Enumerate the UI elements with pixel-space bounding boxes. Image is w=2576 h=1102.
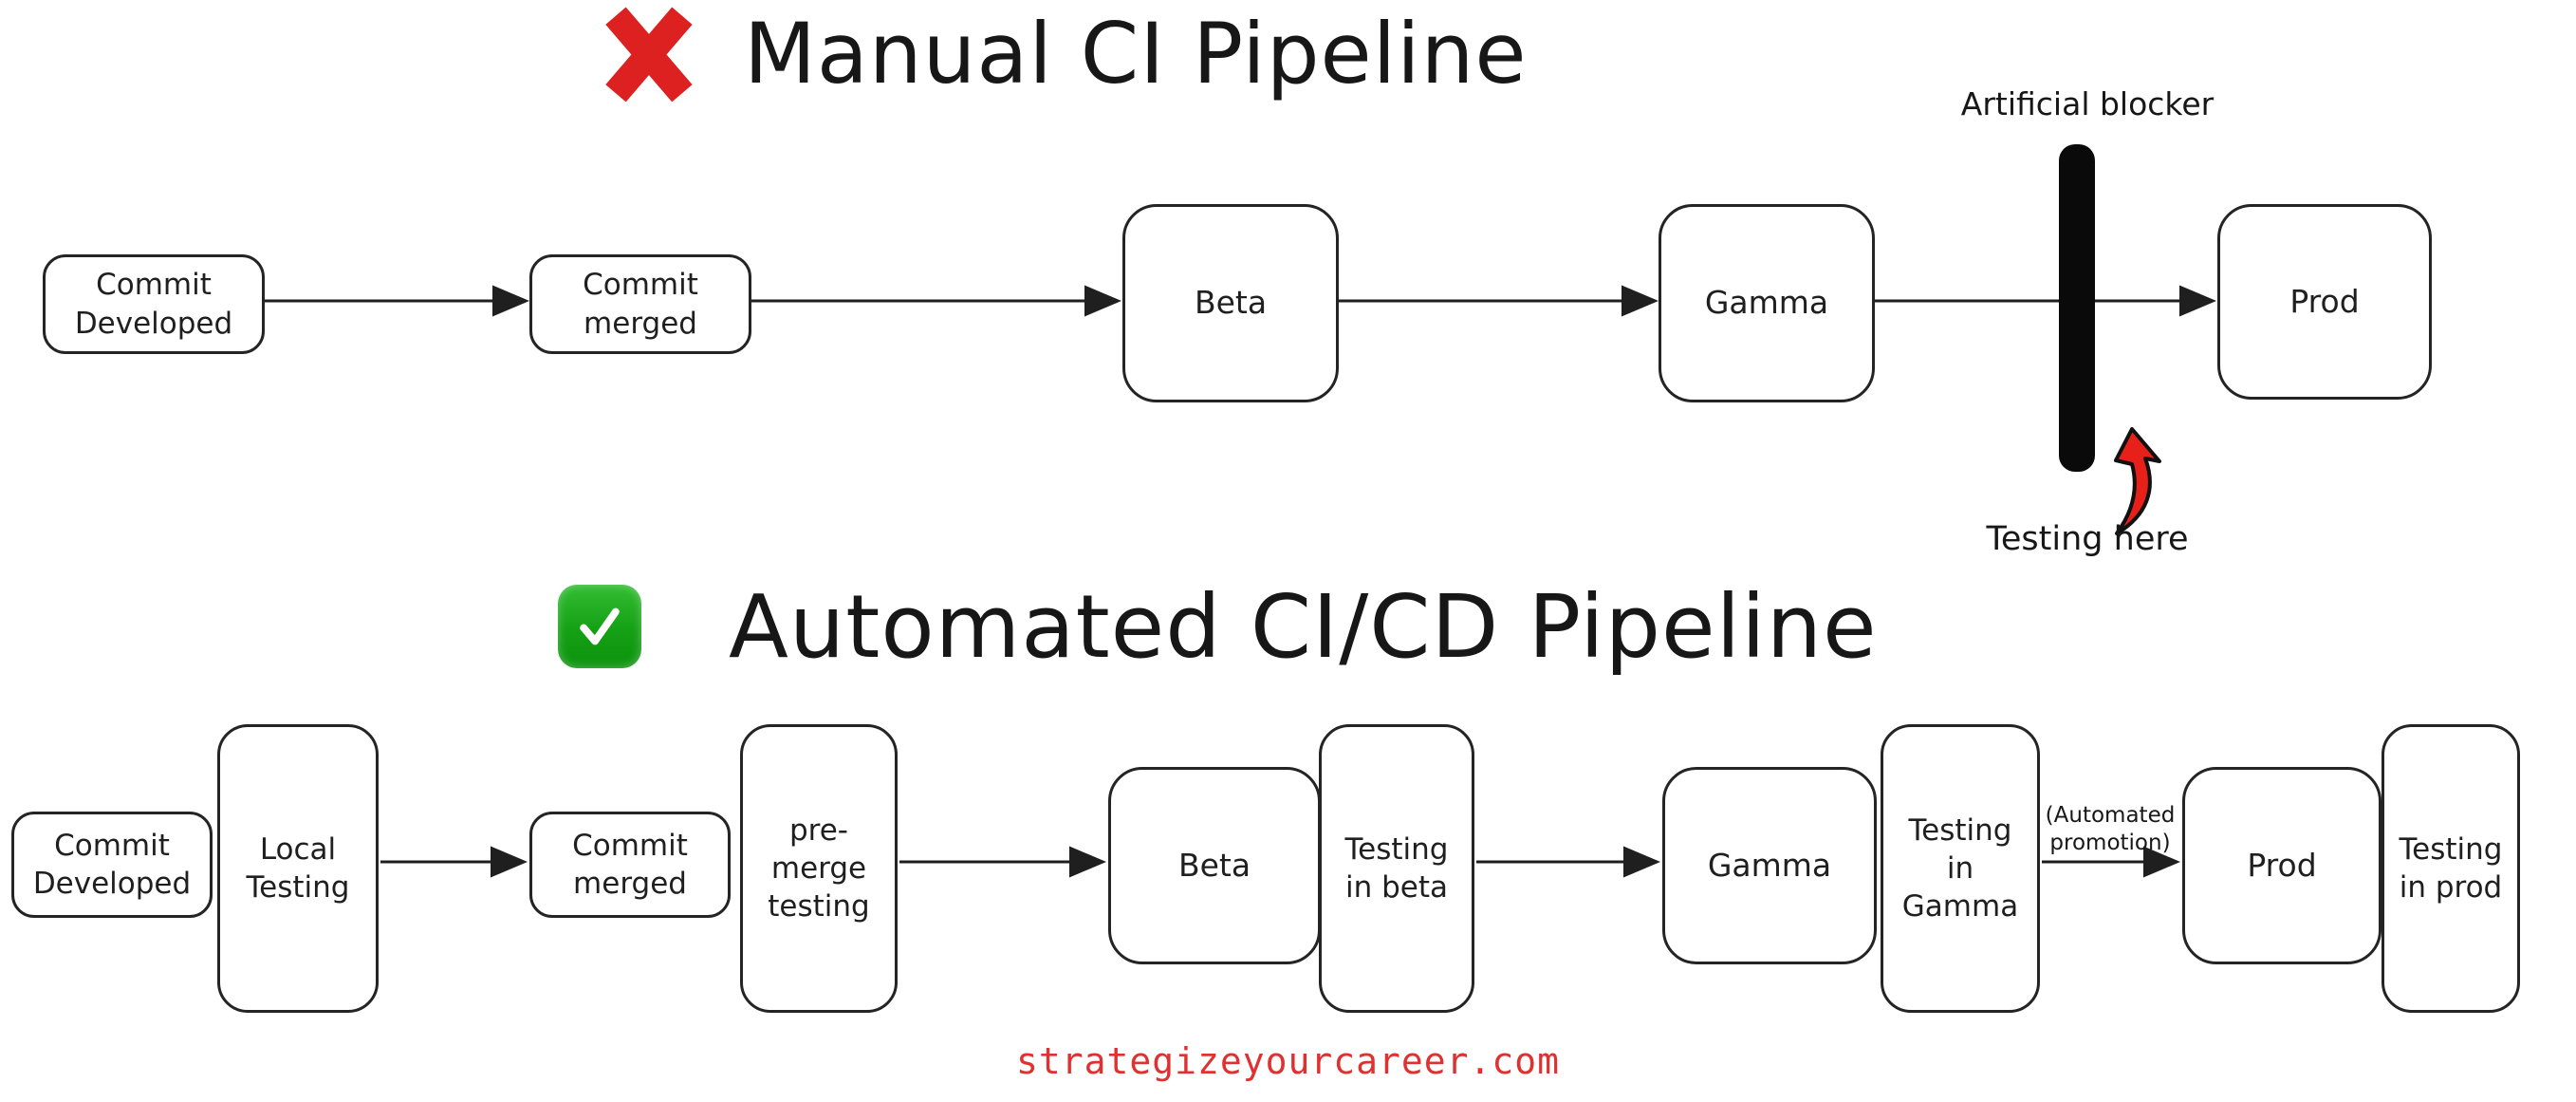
auto-node-gamma: Gamma: [1662, 767, 1877, 964]
auto-node-pre-merge-testing: pre- merge testing: [740, 724, 898, 1013]
auto-node-beta: Beta: [1108, 767, 1321, 964]
auto-node-prod: Prod: [2182, 767, 2381, 964]
testing-here-label: Testing here: [1986, 520, 2189, 558]
automated-promotion-label: (Automated promotion): [2045, 803, 2176, 855]
manual-node-commit-developed: Commit Developed: [43, 254, 265, 354]
testing-here-arrow-icon: [2114, 427, 2161, 535]
artificial-blocker-bar: [2059, 144, 2095, 472]
footer-site-url: strategizeyourcareer.com: [1015, 1040, 1561, 1082]
auto-node-commit-developed: Commit Developed: [11, 812, 213, 918]
check-mark-icon: [558, 585, 641, 668]
manual-node-beta: Beta: [1122, 204, 1339, 402]
manual-pipeline-title: Manual CI Pipeline: [596, 0, 1528, 110]
manual-pipeline-title-text: Manual CI Pipeline: [744, 4, 1528, 103]
auto-node-testing-in-gamma: Testing in Gamma: [1881, 724, 2040, 1013]
manual-node-commit-merged: Commit merged: [529, 254, 751, 354]
auto-node-testing-in-prod: Testing in prod: [2381, 724, 2520, 1013]
manual-node-gamma: Gamma: [1659, 204, 1875, 402]
auto-node-testing-in-beta: Testing in beta: [1319, 724, 1474, 1013]
artificial-blocker-label: Artificial blocker: [1960, 85, 2215, 122]
cross-mark-icon: [605, 7, 693, 102]
manual-node-prod: Prod: [2217, 204, 2432, 400]
auto-node-local-testing: Local Testing: [217, 724, 379, 1013]
automated-pipeline-title: Automated CI/CD Pipeline: [558, 566, 1878, 687]
auto-node-commit-merged: Commit merged: [529, 812, 731, 918]
automated-pipeline-title-text: Automated CI/CD Pipeline: [729, 575, 1878, 678]
